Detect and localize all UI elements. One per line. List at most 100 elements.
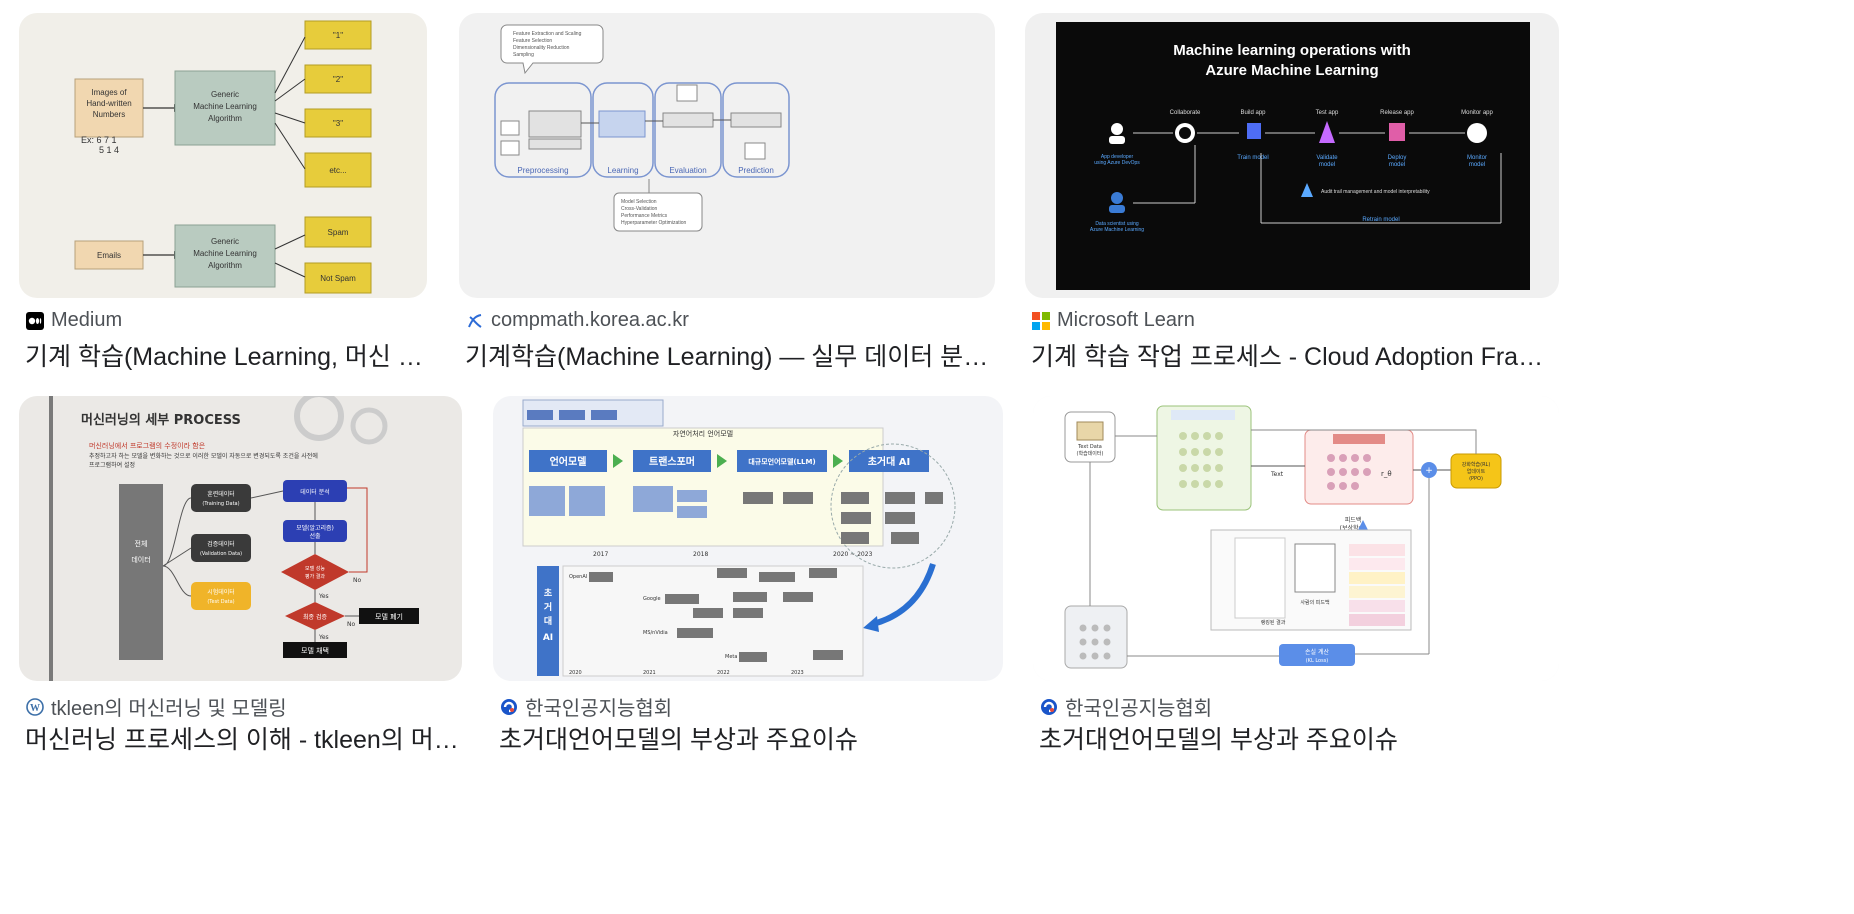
svg-text:Feature Selection: Feature Selection bbox=[513, 38, 552, 44]
result-source-label: 한국인공지능협회 bbox=[525, 698, 673, 720]
result-title-4[interactable]: 머신러닝 프로세스의 이해 - tkleen의 머신… bbox=[25, 726, 462, 754]
medium-icon bbox=[25, 311, 45, 331]
svg-text:Generic: Generic bbox=[211, 237, 239, 246]
result-title-3[interactable]: 기계 학습 작업 프로세스 - Cloud Adoption Framew… bbox=[1031, 343, 1559, 371]
svg-text:W: W bbox=[30, 703, 40, 714]
svg-text:자연어처리 언어모델: 자연어처리 언어모델 bbox=[673, 429, 733, 438]
svg-text:Ex: 6 7 1: Ex: 6 7 1 bbox=[81, 135, 117, 145]
svg-text:Numbers: Numbers bbox=[93, 110, 125, 119]
result-card-3[interactable]: Machine learning operations with Azure M… bbox=[1025, 13, 1559, 373]
result-thumbnail-1[interactable]: Images of Hand-written Numbers Ex: 6 7 1… bbox=[19, 13, 427, 298]
svg-text:Text Data: Text Data bbox=[1077, 444, 1102, 450]
svg-text:Collaborate: Collaborate bbox=[1170, 110, 1201, 116]
svg-text:Not Spam: Not Spam bbox=[320, 274, 356, 283]
svg-text:Validate: Validate bbox=[1316, 155, 1338, 161]
result-thumbnail-4[interactable]: 머신러닝의 세부 PROCESS 머신러닝에서 프로그램의 수정이라 함은 추정… bbox=[19, 396, 462, 681]
svg-text:Release app: Release app bbox=[1380, 110, 1414, 116]
result-thumbnail-3[interactable]: Machine learning operations with Azure M… bbox=[1025, 13, 1559, 298]
result-source-6[interactable]: 한국인공지능협회 bbox=[1039, 692, 1212, 721]
svg-text:Feature Extraction and Scaling: Feature Extraction and Scaling bbox=[513, 31, 582, 37]
result-card-6[interactable]: Text Data (학습데이터) r_θ Text + bbox=[1033, 396, 1559, 756]
svg-text:검증데이터: 검증데이터 bbox=[207, 540, 235, 548]
result-source-5[interactable]: 한국인공지능협회 bbox=[499, 692, 672, 721]
svg-text:Machine learning operations wi: Machine learning operations with bbox=[1173, 42, 1411, 59]
result-title-2[interactable]: 기계학습(Machine Learning) — 실무 데이터 분석 2… bbox=[465, 343, 995, 371]
svg-text:(보상학습): (보상학습) bbox=[1340, 524, 1367, 532]
result-source-1[interactable]: Medium bbox=[25, 309, 122, 332]
svg-text:추정하고자 하는 모델을 변화하는 것으로 이러한 모델이: 추정하고자 하는 모델을 변화하는 것으로 이러한 모델이 자동으로 변경되도록… bbox=[89, 452, 318, 460]
result-title-1[interactable]: 기계 학습(Machine Learning, 머신 러… bbox=[25, 343, 425, 371]
svg-text:피드백: 피드백 bbox=[1345, 516, 1362, 524]
result-thumbnail-6[interactable]: Text Data (학습데이터) r_θ Text + bbox=[1033, 396, 1559, 681]
svg-text:Generic: Generic bbox=[211, 90, 239, 99]
result-source-label: Medium bbox=[51, 309, 123, 331]
svg-text:etc...: etc... bbox=[329, 166, 346, 175]
svg-text:(PPO): (PPO) bbox=[1469, 476, 1483, 482]
svg-text:MS/nVidia: MS/nVidia bbox=[643, 630, 668, 636]
compmath-icon bbox=[465, 311, 485, 331]
svg-text:2021: 2021 bbox=[643, 670, 656, 676]
svg-text:Monitor app: Monitor app bbox=[1461, 110, 1493, 116]
svg-text:데이터 분석: 데이터 분석 bbox=[300, 488, 330, 496]
result-card-2[interactable]: Feature Extraction and Scaling Feature S… bbox=[459, 13, 995, 373]
svg-text:모델 채택: 모델 채택 bbox=[301, 646, 329, 655]
svg-text:데이터: 데이터 bbox=[131, 555, 150, 564]
result-thumbnail-2[interactable]: Feature Extraction and Scaling Feature S… bbox=[459, 13, 995, 298]
result-thumbnail-5[interactable]: 자연어처리 언어모델 언어모델 트랜스포머 대규모언어모델(LLM) 초거대 A… bbox=[493, 396, 1003, 681]
svg-text:Monitor: Monitor bbox=[1467, 155, 1487, 161]
svg-text:거: 거 bbox=[544, 601, 552, 613]
svg-text:Machine Learning: Machine Learning bbox=[193, 249, 257, 258]
svg-text:Performance Metrics: Performance Metrics bbox=[621, 213, 668, 219]
svg-text:Images of: Images of bbox=[91, 88, 127, 97]
svg-text:2020 ~ 2023: 2020 ~ 2023 bbox=[833, 551, 873, 558]
svg-text:트랜스포머: 트랜스포머 bbox=[649, 455, 695, 468]
result-card-4[interactable]: 머신러닝의 세부 PROCESS 머신러닝에서 프로그램의 수정이라 함은 추정… bbox=[19, 396, 462, 756]
result-title-6[interactable]: 초거대언어모델의 부상과 주요이슈 bbox=[1039, 726, 1398, 754]
result-source-2[interactable]: compmath.korea.ac.kr bbox=[465, 309, 689, 332]
rlhf-diagram-image: Text Data (학습데이터) r_θ Text + bbox=[1033, 396, 1559, 681]
result-card-1[interactable]: Images of Hand-written Numbers Ex: 6 7 1… bbox=[19, 13, 427, 373]
svg-text:Hand-written: Hand-written bbox=[86, 99, 131, 108]
svg-text:Learning: Learning bbox=[607, 166, 638, 175]
svg-text:프로그램하여 설정: 프로그램하여 설정 bbox=[89, 461, 135, 469]
microsoft-icon bbox=[1031, 311, 1051, 331]
svg-text:Preprocessing: Preprocessing bbox=[517, 166, 568, 175]
result-source-label: Microsoft Learn bbox=[1057, 309, 1195, 331]
result-source-label: 한국인공지능협회 bbox=[1065, 698, 1213, 720]
svg-text:"2": "2" bbox=[333, 75, 343, 84]
svg-text:AI: AI bbox=[543, 633, 553, 643]
svg-text:(Validation Data): (Validation Data) bbox=[200, 551, 242, 557]
svg-text:모델 성능: 모델 성능 bbox=[305, 565, 325, 572]
svg-text:"3": "3" bbox=[333, 119, 343, 128]
svg-text:Train model: Train model bbox=[1237, 155, 1268, 161]
svg-text:Test app: Test app bbox=[1316, 110, 1339, 116]
result-title-5[interactable]: 초거대언어모델의 부상과 주요이슈 bbox=[499, 726, 858, 754]
svg-text:Deploy: Deploy bbox=[1388, 155, 1407, 161]
svg-text:대: 대 bbox=[544, 615, 552, 627]
svg-text:Data scientist using: Data scientist using bbox=[1095, 221, 1139, 227]
svg-text:Audit trail management and mod: Audit trail management and model interpr… bbox=[1321, 189, 1430, 195]
svg-text:Evaluation: Evaluation bbox=[669, 166, 706, 175]
svg-text:손실 계산: 손실 계산 bbox=[1305, 648, 1329, 656]
svg-text:Yes: Yes bbox=[318, 593, 329, 600]
svg-text:전체: 전체 bbox=[135, 539, 148, 548]
result-source-4[interactable]: W tkleen의 머신러닝 및 모델링 bbox=[25, 692, 287, 721]
svg-text:(Training Data): (Training Data) bbox=[202, 501, 239, 507]
svg-text:선출: 선출 bbox=[309, 532, 321, 540]
svg-text:Hyperparameter Optimization: Hyperparameter Optimization bbox=[621, 220, 687, 226]
svg-text:대규모언어모델(LLM): 대규모언어모델(LLM) bbox=[748, 457, 815, 466]
svg-text:Retrain model: Retrain model bbox=[1362, 217, 1399, 223]
svg-text:2017: 2017 bbox=[593, 551, 608, 558]
ml-workflow-image: Feature Extraction and Scaling Feature S… bbox=[494, 24, 790, 232]
svg-text:+: + bbox=[1425, 466, 1433, 476]
svg-text:Yes: Yes bbox=[318, 634, 329, 641]
result-source-3[interactable]: Microsoft Learn bbox=[1031, 309, 1195, 332]
svg-text:using Azure DevOps: using Azure DevOps bbox=[1094, 160, 1140, 166]
svg-text:5 1 4: 5 1 4 bbox=[99, 145, 119, 155]
svg-text:모델 폐기: 모델 폐기 bbox=[375, 612, 403, 621]
svg-text:Google: Google bbox=[643, 596, 661, 602]
result-card-5[interactable]: 자연어처리 언어모델 언어모델 트랜스포머 대규모언어모델(LLM) 초거대 A… bbox=[493, 396, 1003, 756]
svg-text:시험데이터: 시험데이터 bbox=[207, 588, 235, 596]
svg-text:머신러닝에서 프로그램의 수정이라 함은: 머신러닝에서 프로그램의 수정이라 함은 bbox=[89, 441, 206, 450]
svg-text:강화학습(RL): 강화학습(RL) bbox=[1462, 461, 1491, 468]
